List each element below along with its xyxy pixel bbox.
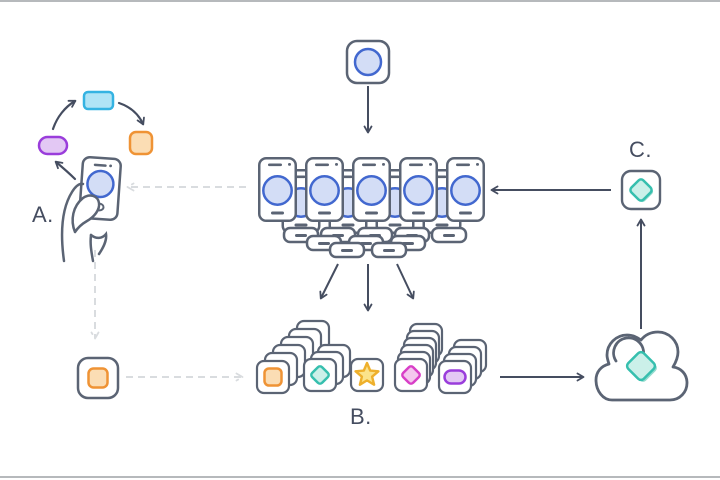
stack-magenta-diamond	[393, 322, 444, 393]
label-b: B.	[350, 404, 372, 429]
bottom-border-line	[0, 476, 720, 478]
orange-square-glyph-icon	[87, 367, 109, 389]
top-border-line	[0, 0, 720, 2]
thumb	[71, 194, 101, 234]
card-yellow-star	[349, 357, 385, 393]
arrows-phones-to-stacks	[319, 263, 415, 312]
label-a: A.	[32, 202, 54, 227]
cyan-rect-icon	[82, 90, 115, 111]
teal-diamond-icon	[625, 350, 657, 382]
sync-arc-icon	[612, 336, 645, 363]
arrow-purple-to-cyan	[51, 99, 77, 131]
hand-phone	[60, 155, 122, 263]
c-icon	[620, 169, 662, 211]
update-cycle	[37, 90, 154, 181]
app-icon	[345, 39, 391, 85]
teal-diamond-icon	[310, 365, 330, 385]
arrow-phone-to-purple	[54, 160, 77, 181]
arrow-cyan-to-orange	[117, 101, 145, 126]
yellow-star-icon	[354, 361, 380, 386]
phone-screen-circle-icon	[86, 169, 115, 199]
phone-cluster	[258, 157, 485, 259]
orange-app-icon	[76, 356, 120, 400]
cloud-sync	[594, 330, 689, 402]
magenta-diamond-icon	[401, 365, 421, 385]
purple-pill-icon	[37, 135, 69, 156]
orange-square-icon	[128, 130, 154, 156]
orange-square-icon	[263, 367, 283, 387]
card-stacks	[255, 319, 488, 395]
stack-orange-square	[255, 319, 331, 395]
app-circle-icon	[353, 47, 383, 77]
teal-diamond-icon	[629, 178, 653, 202]
stack-teal-diamond	[302, 343, 352, 393]
label-c: C.	[629, 137, 652, 162]
purple-pill-icon	[443, 369, 467, 385]
stack-purple-pill	[437, 338, 488, 395]
